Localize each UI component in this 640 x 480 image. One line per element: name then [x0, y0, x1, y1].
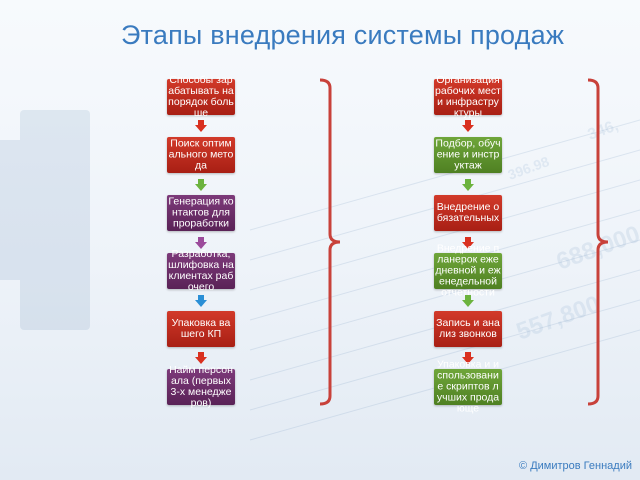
- stage-label: Упаковка вашего КП: [171, 317, 231, 340]
- stage-item: Поиск оптимального метода: [167, 137, 235, 173]
- right-brace: [587, 78, 609, 406]
- page-title: Этапы внедрения системы продаж: [121, 20, 565, 50]
- stage-label: Запись и анализ звонков: [436, 317, 500, 340]
- stage-item: Организация рабочих мест и инфраструктур…: [434, 75, 502, 119]
- svg-text:396.98: 396.98: [506, 153, 552, 183]
- stage-item: Разработка, шлифовка на клиентах рабочег…: [167, 249, 235, 293]
- down-arrow-icon: [195, 120, 207, 132]
- stage-label: Найм персонала (первых 3-х менеджеров): [169, 364, 233, 409]
- stage-item: Подбор, обучение и инструктаж: [434, 137, 502, 173]
- down-arrow-icon: [462, 295, 474, 307]
- stage-label: Поиск оптимального метода: [168, 137, 234, 172]
- down-arrow-icon: [462, 237, 474, 249]
- stage-item: Упаковка вашего КП: [167, 311, 235, 347]
- stage-label: Внедрение планерок ежедневной и еженедел…: [435, 242, 501, 299]
- stage-item: Внедрение планерок ежедневной и еженедел…: [434, 243, 502, 298]
- down-arrow-icon: [462, 120, 474, 132]
- down-arrow-icon: [195, 237, 207, 249]
- stage-label: Подбор, обучение и инструктаж: [435, 137, 501, 172]
- stage-label: Способы зарабатывать на порядок больше: [168, 74, 234, 119]
- stage-item: Запись и анализ звонков: [434, 311, 502, 347]
- stage-item: Генерация контактов для проработки: [167, 195, 235, 231]
- stage-label: Упаковка и использование скриптов лучших…: [436, 358, 500, 415]
- stage-label: Организация рабочих мест и инфраструктур…: [435, 74, 501, 119]
- down-arrow-icon: [195, 295, 207, 307]
- down-arrow-icon: [195, 352, 207, 364]
- down-arrow-icon: [462, 179, 474, 191]
- author-credit: © Димитров Геннадий: [519, 460, 632, 472]
- down-arrow-icon: [462, 352, 474, 364]
- stage-label: Внедрение обязательных: [436, 201, 500, 224]
- stage-item: Найм персонала (первых 3-х менеджеров): [167, 365, 235, 409]
- left-brace: [319, 78, 341, 406]
- stage-item: Способы зарабатывать на порядок больше: [167, 75, 235, 119]
- stage-label: Разработка, шлифовка на клиентах рабочег…: [168, 248, 234, 293]
- stage-item: Внедрение обязательных: [434, 195, 502, 231]
- stage-item: Упаковка и использование скриптов лучших…: [434, 359, 502, 414]
- down-arrow-icon: [195, 179, 207, 191]
- stage-label: Генерация контактов для проработки: [168, 195, 234, 230]
